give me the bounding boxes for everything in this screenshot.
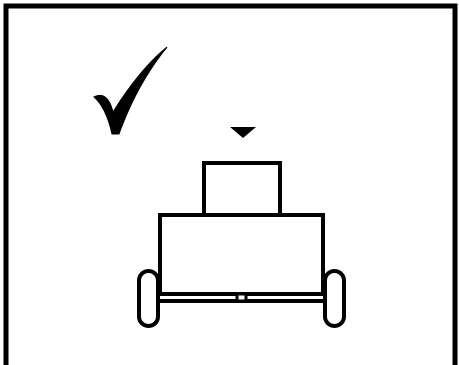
cart-body xyxy=(158,213,325,297)
load-box xyxy=(202,161,282,217)
right-wheel xyxy=(323,269,346,328)
check-mark-icon xyxy=(93,46,168,135)
left-wheel xyxy=(137,269,160,328)
downward-triangle-icon xyxy=(230,127,256,138)
panel-border xyxy=(3,3,458,365)
axle-center-pin xyxy=(235,292,248,303)
